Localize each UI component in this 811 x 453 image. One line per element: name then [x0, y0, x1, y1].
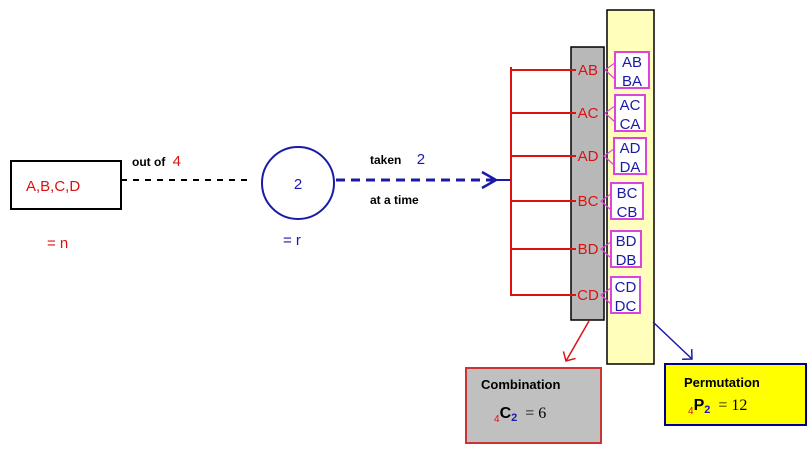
permutation-pair-box	[614, 51, 650, 89]
permutation-item: AD	[620, 140, 641, 157]
combination-item: BC	[578, 193, 599, 210]
combination-item: AB	[578, 62, 598, 79]
permutation-fork	[600, 287, 612, 305]
permutation-item: CA	[620, 116, 641, 133]
permutation-pre: 4	[688, 406, 694, 417]
r-circle-value: 2	[294, 176, 302, 193]
permutation-fork	[600, 193, 612, 211]
combination-item: BD	[578, 241, 599, 258]
combination-item: CD	[577, 287, 599, 304]
permutation-fork	[604, 105, 616, 123]
permutation-fork	[604, 62, 616, 80]
permutation-fork	[603, 148, 615, 166]
combination-arrow	[562, 320, 590, 362]
permutation-result-box	[664, 363, 807, 426]
combination-letter: C	[500, 405, 512, 422]
combination-title: Combination	[481, 377, 560, 392]
r-circle	[261, 146, 335, 220]
permutation-item: AB	[622, 54, 642, 71]
svg-text:out of 4: out of 4	[132, 153, 181, 170]
permutation-item: DA	[620, 159, 641, 176]
combination-item: AD	[578, 148, 599, 165]
permutation-arrow	[652, 321, 693, 361]
combination-formula: 4C2 = 6	[494, 405, 546, 425]
combination-result-box	[465, 367, 602, 444]
permutation-sub: 2	[704, 404, 710, 416]
permutation-pair-box	[610, 182, 644, 220]
permutation-fork	[600, 241, 612, 259]
combination-column	[570, 46, 605, 321]
combination-pre: 4	[494, 414, 500, 425]
combination-item: AC	[578, 105, 599, 122]
permutation-item: AC	[620, 97, 641, 114]
permutation-item: DC	[615, 298, 637, 315]
permutation-pair-box	[614, 94, 646, 132]
permutation-item: BC	[617, 185, 638, 202]
permutation-item: BA	[622, 73, 642, 90]
source-box	[10, 160, 122, 210]
permutation-item: DB	[616, 252, 637, 269]
taken-text: taken	[370, 153, 401, 167]
taken-number: 2	[417, 151, 425, 168]
r-label: = r	[283, 232, 301, 249]
n-label: = n	[47, 235, 68, 252]
combination-eq: = 6	[525, 405, 546, 422]
permutation-letter: P	[694, 397, 705, 414]
permutation-pair-box	[610, 276, 641, 314]
permutation-formula: 4P2 = 12	[688, 397, 747, 417]
permutation-eq: = 12	[718, 397, 747, 414]
permutation-item: CD	[615, 279, 637, 296]
permutation-pair-box	[613, 137, 647, 175]
out-of-number: 4	[173, 153, 181, 170]
at-a-time-text: at a time	[370, 193, 419, 207]
combination-sub: 2	[511, 412, 517, 424]
permutation-title: Permutation	[684, 375, 760, 390]
permutation-item: BD	[616, 233, 637, 250]
svg-text:taken 2: taken 2	[370, 151, 425, 168]
source-label: A,B,C,D	[26, 178, 80, 195]
out-of-text: out of	[132, 155, 166, 169]
permutation-item: CB	[617, 204, 638, 221]
permutation-pair-box	[610, 230, 642, 268]
